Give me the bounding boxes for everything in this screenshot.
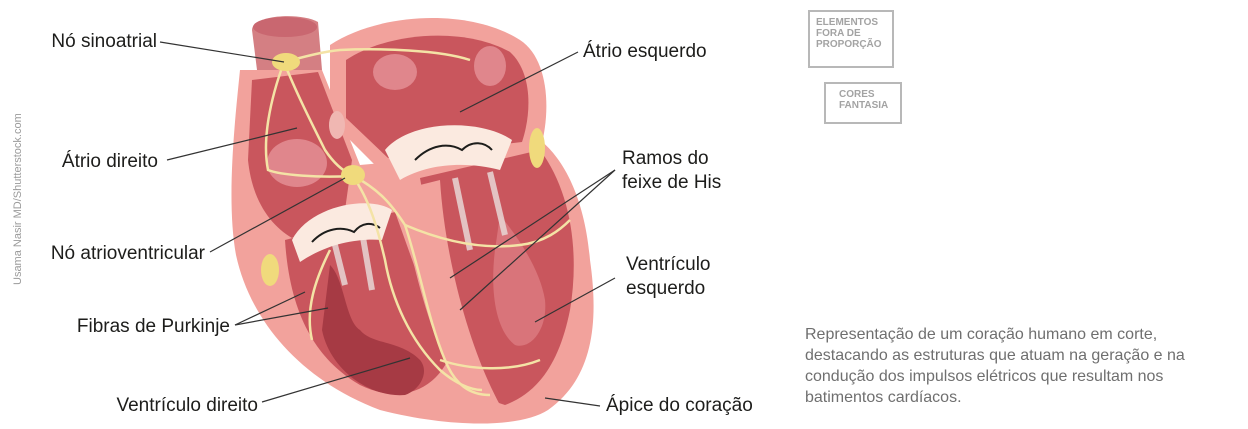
label-ventriculo-esq-line2: esquerdo bbox=[626, 277, 705, 301]
image-credit: Usama Nasir MD/Shutterstock.com bbox=[12, 113, 24, 285]
label-ventriculo-esq-line1: Ventrículo bbox=[626, 253, 711, 277]
badge-fora-de-proporcao: ELEMENTOS FORA DE PROPORÇÃO bbox=[808, 10, 894, 68]
label-no-atrioventricular: Nó atrioventricular bbox=[51, 242, 205, 266]
badge-proporcao-line2: FORA DE bbox=[816, 28, 886, 39]
badge-cores-line1: CORES bbox=[839, 89, 894, 100]
badge-cores-fantasia: CORES FANTASIA bbox=[824, 82, 902, 124]
label-apice: Ápice do coração bbox=[606, 394, 753, 418]
badge-proporcao-line1: ELEMENTOS bbox=[816, 17, 886, 28]
caption-line-4: batimentos cardíacos. bbox=[805, 387, 1235, 408]
pulmonary-vein-left bbox=[373, 54, 417, 90]
atrioventricular-node bbox=[341, 165, 365, 185]
caption-line-2: destacando as estruturas que atuam na ge… bbox=[805, 345, 1235, 366]
caption-line-3: condução dos impulsos elétricos que resu… bbox=[805, 366, 1235, 387]
figure-caption: Representação de um coração humano em co… bbox=[805, 324, 1235, 408]
fat-deposit-left bbox=[529, 128, 545, 168]
badge-proporcao-line3: PROPORÇÃO bbox=[816, 39, 886, 50]
pulmonary-vein-right bbox=[474, 46, 506, 86]
sinoatrial-node bbox=[272, 53, 300, 71]
caption-line-1: Representação de um coração humano em co… bbox=[805, 324, 1235, 345]
label-ramos-line1: Ramos do bbox=[622, 147, 709, 171]
badge-cores-line2: FANTASIA bbox=[839, 100, 894, 111]
label-fibras-purkinje: Fibras de Purkinje bbox=[77, 315, 230, 339]
label-ramos-line2: feixe de His bbox=[622, 171, 721, 195]
label-atrio-direito: Átrio direito bbox=[62, 150, 158, 174]
coronary-sinus bbox=[329, 111, 345, 139]
label-no-sinoatrial: Nó sinoatrial bbox=[51, 30, 157, 54]
label-atrio-esquerdo: Átrio esquerdo bbox=[583, 40, 707, 64]
vessel-opening bbox=[253, 17, 317, 37]
right-atrium-opening bbox=[267, 139, 327, 187]
label-ventriculo-direito: Ventrículo direito bbox=[116, 394, 258, 418]
fat-deposit-right bbox=[261, 254, 279, 286]
